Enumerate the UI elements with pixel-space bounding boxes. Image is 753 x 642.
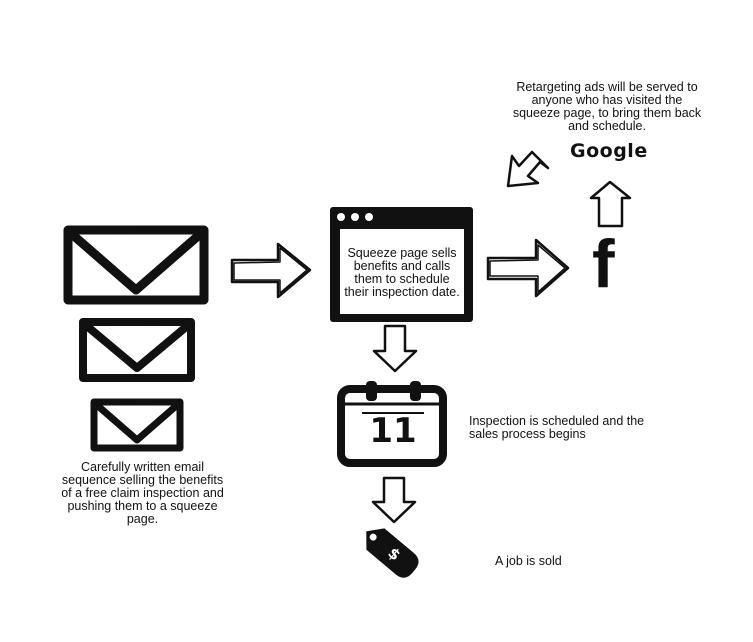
arrow-up-icon: [589, 180, 632, 228]
envelope-icon-medium: [79, 318, 195, 382]
arrow-right-icon-2: [486, 238, 570, 298]
sold-caption: A job is sold: [495, 554, 562, 568]
arrow-right-icon-1: [230, 242, 312, 299]
arrow-down-icon-1: [372, 324, 418, 373]
price-tag-icon: [366, 528, 419, 578]
calendar-day-number: 11: [369, 411, 417, 451]
arrow-down-icon-2: [371, 476, 417, 524]
facebook-icon: f: [592, 226, 615, 302]
email-caption: Carefully written email sequence selling…: [61, 460, 224, 526]
inspection-caption: Inspection is scheduled and the sales pr…: [469, 414, 645, 441]
retargeting-caption: Retargeting ads will be served to anyone…: [512, 80, 702, 133]
envelope-icon-large: [63, 225, 209, 305]
squeeze-caption: Squeeze page sells benefits and calls th…: [344, 246, 460, 299]
arrow-down-left-icon: [506, 150, 550, 188]
envelope-icon-small: [90, 398, 184, 452]
browser-window-icon: [330, 207, 473, 322]
google-logo: Google: [570, 140, 648, 162]
calendar-icon: [337, 381, 447, 467]
